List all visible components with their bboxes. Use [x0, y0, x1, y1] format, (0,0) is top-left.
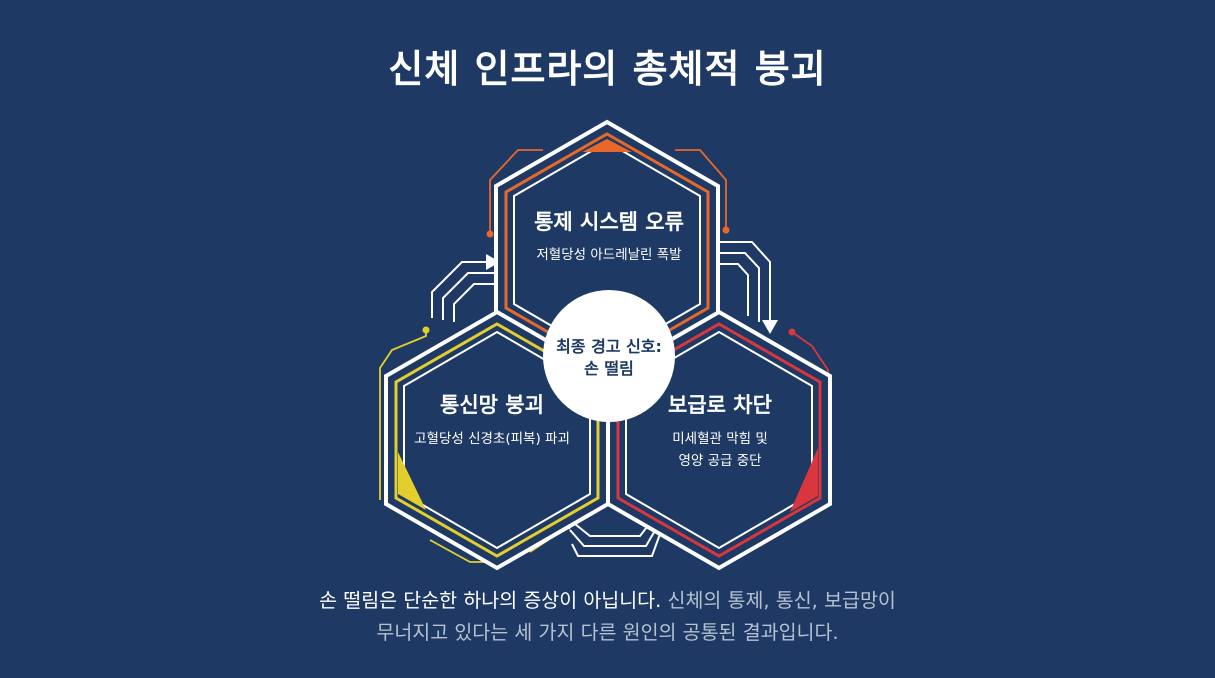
supply-accent-mark — [790, 448, 818, 512]
caption-line-1: 손 떨림은 단순한 하나의 증상이 아닙니다. 신체의 통제, 통신, 보급망이 — [0, 585, 1215, 617]
control-subtitle: 저혈당성 아드레날린 폭발 — [536, 247, 681, 263]
caption-rest: 신체의 통제, 통신, 보급망이 — [661, 589, 896, 612]
caption-emphasis: 손 떨림은 단순한 하나의 증상이 아닙니다. — [319, 589, 662, 612]
control-accent-mark — [582, 139, 632, 152]
communication-accent-mark — [398, 452, 426, 510]
control-title: 통제 시스템 오류 — [534, 210, 684, 234]
supply-title: 보급로 차단 — [668, 393, 772, 417]
communication-subtitle: 고혈당성 신경초(피복) 파괴 — [414, 431, 570, 447]
center-warning-circle: 최종 경고 신호: 손 떨림 — [543, 290, 675, 422]
page-title: 신체 인프라의 총체적 붕괴 — [388, 47, 827, 91]
caption-line-2: 무너지고 있다는 세 가지 다른 원인의 공통된 결과입니다. — [376, 621, 839, 644]
communication-title: 통신망 붕괴 — [440, 393, 544, 417]
supply-subtitle-line1: 미세혈관 막힘 및 — [672, 431, 768, 447]
supply-subtitle-line2: 영양 공급 중단 — [678, 453, 761, 469]
center-line1: 최종 경고 신호: — [556, 337, 662, 356]
center-line2: 손 떨림 — [584, 359, 634, 378]
circuit-lines — [431, 241, 778, 557]
